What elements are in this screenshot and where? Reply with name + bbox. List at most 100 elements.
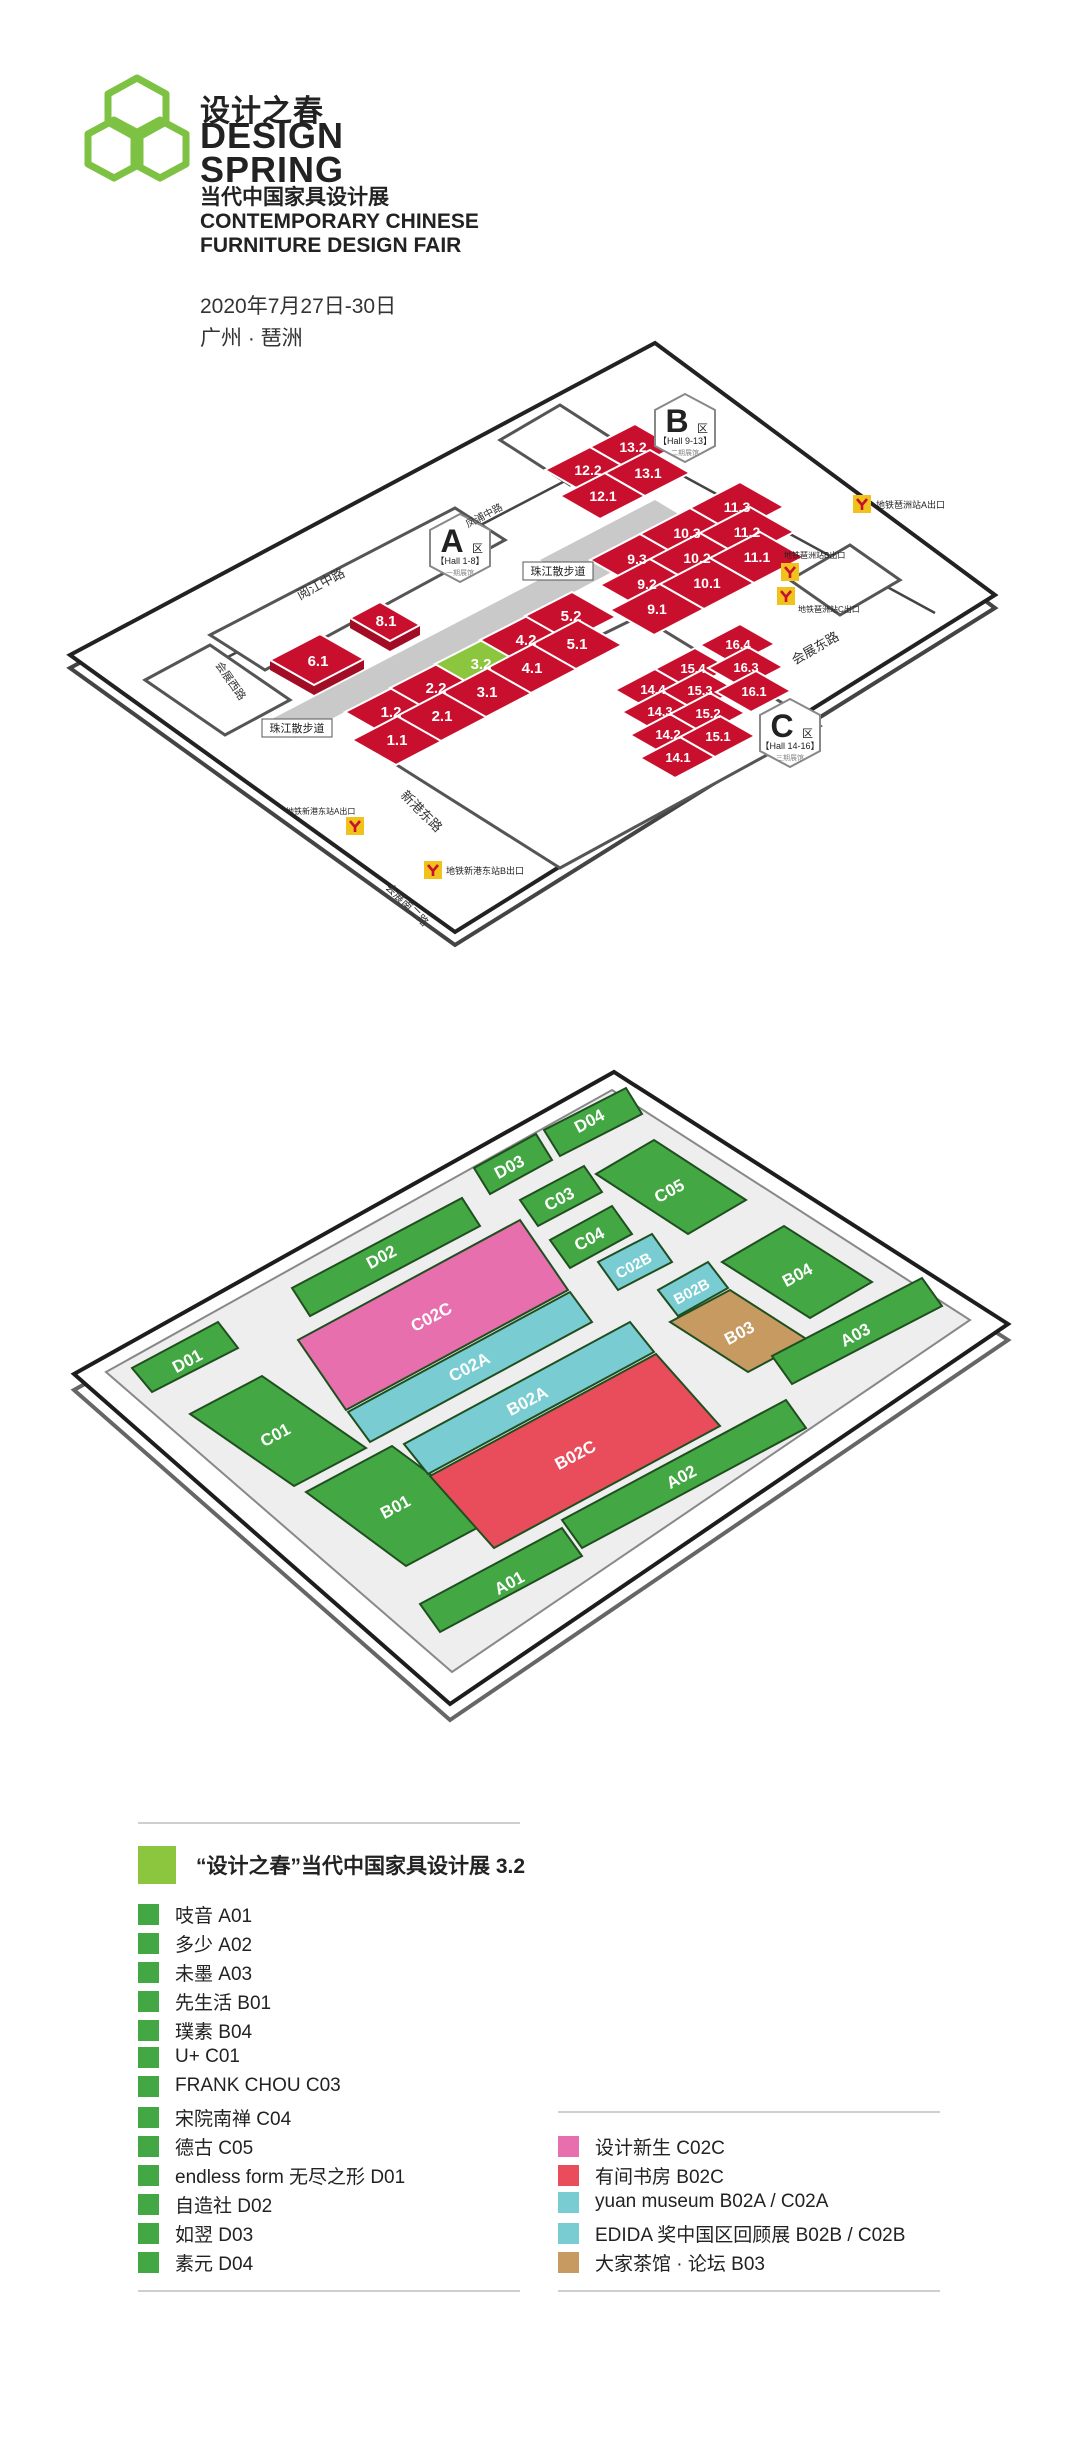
metro-icon [779, 561, 801, 583]
legend-swatch [138, 2020, 159, 2041]
design-spring-logo-icon [84, 74, 190, 182]
metro-exit-marker: 地铁琶洲站C出口 [775, 585, 860, 614]
legend-swatch [138, 1846, 176, 1884]
legend-label: 自造社 D02 [175, 2196, 273, 2217]
legend-swatch [138, 2165, 159, 2186]
legend-label: U+ C01 [175, 2046, 240, 2067]
hall-label: 16.3 [733, 660, 758, 675]
legend-item: 有间书房 B02C [558, 2162, 724, 2189]
zone-a-callout: A 区 【Hall 1-8】 一期展馆 [429, 512, 491, 584]
legend-swatch [138, 2075, 159, 2097]
legend-item: 璞素 B04 [138, 2017, 252, 2044]
legend-swatch [138, 1904, 159, 1925]
legend-label: 大家茶馆 · 论坛 B03 [595, 2254, 765, 2275]
metro-exit-marker: 地铁新港东站A出口 [286, 806, 366, 837]
hall-label: 15.3 [687, 683, 712, 698]
metro-icon [851, 493, 873, 515]
hall-label: 3.1 [477, 684, 498, 701]
hall-label: 12.2 [574, 462, 601, 478]
legend-item: 先生活 B01 [138, 1988, 271, 2015]
brand-name-en-line1: DESIGN [200, 115, 345, 156]
hall-label: 2.1 [432, 708, 453, 725]
metro-icon [344, 815, 366, 837]
zone-c-callout: C 区 【Hall 14-16】 三期展馆 [759, 697, 821, 769]
legend-divider [558, 2111, 940, 2113]
legend-label: 德古 C05 [175, 2138, 254, 2159]
legend-item: U+ C01 [138, 2046, 240, 2068]
svg-text:三期展馆: 三期展馆 [776, 753, 804, 762]
venue-site-map: 6.1 8.1 1.2 2.2 3.2 4.2 5.2 1.1 2.1 3.1 … [66, 340, 999, 948]
legend-main-label: “设计之春”当代中国家具设计展 3.2 [196, 1855, 526, 1878]
fair-name-en-line2: FURNITURE DESIGN FAIR [200, 234, 462, 257]
hall-label: 12.1 [589, 488, 616, 504]
zone-b-callout: B 区 【Hall 9-13】 二期展馆 [654, 392, 716, 464]
booth-d01 [130, 1320, 240, 1394]
legend-label: 如翌 D03 [175, 2225, 254, 2246]
booth-a03 [770, 1276, 944, 1386]
svg-text:地铁琶洲站B出口: 地铁琶洲站B出口 [784, 550, 845, 560]
legend-label: 多少 A02 [175, 1935, 253, 1956]
legend-item: 宋院南禅 C04 [138, 2104, 291, 2131]
booth-c04 [548, 1204, 634, 1270]
booth-c05 [594, 1138, 748, 1236]
booth-a01 [418, 1526, 584, 1634]
legend-label: 璞素 B04 [175, 2022, 253, 2043]
walkway-label: 珠江散步道 [261, 718, 333, 738]
hall-label: 15.4 [680, 661, 706, 676]
svg-text:B: B [665, 403, 688, 439]
svg-text:二期展馆: 二期展馆 [671, 448, 699, 457]
hall-label: 4.2 [516, 632, 537, 649]
svg-text:地铁新港东站B出口: 地铁新港东站B出口 [446, 865, 524, 876]
legend-item: 素元 D04 [138, 2249, 253, 2276]
legend-label: 先生活 B01 [175, 1993, 272, 2014]
hall-zone-c [612, 622, 794, 780]
event-location: 广州 · 琶洲 [200, 327, 303, 350]
hall-label: 15.1 [705, 729, 730, 744]
legend-swatch [558, 2223, 579, 2244]
hall-label: 15.2 [695, 706, 720, 721]
legend-swatch [138, 2223, 159, 2244]
legend-item: FRANK CHOU C03 [138, 2075, 341, 2097]
svg-text:【Hall 9-13】: 【Hall 9-13】 [658, 436, 712, 446]
hall-label: 2.2 [426, 680, 447, 697]
hall-label: 16.1 [741, 684, 766, 699]
fair-name-cn: 当代中国家具设计展 [200, 186, 389, 209]
metro-exit-marker: 地铁琶洲站A出口 [851, 493, 945, 515]
booth-c02a [346, 1290, 594, 1444]
booth-b02b [656, 1260, 730, 1318]
legend-label: 吱音 A01 [175, 1906, 253, 1927]
legend-swatch [138, 2046, 159, 2068]
hall-label: 10.3 [673, 525, 700, 541]
legend-item: 设计新生 C02C [558, 2133, 725, 2160]
hall-label: 13.1 [634, 465, 661, 481]
legend-item: yuan museum B02A / C02A [558, 2191, 828, 2213]
legend-swatch [138, 2136, 159, 2157]
legend-item: 吱音 A01 [138, 1901, 252, 1928]
booth-c03 [518, 1164, 604, 1228]
metro-icon [775, 585, 797, 607]
hall-label: 14.1 [665, 750, 690, 765]
svg-text:A: A [440, 523, 463, 559]
legend-label: 有间书房 B02C [595, 2167, 724, 2188]
booth-d02 [290, 1196, 482, 1318]
hall-label: 14.4 [640, 682, 666, 697]
hall-label: 10.1 [693, 575, 720, 591]
hall-label: 9.3 [627, 551, 647, 567]
legend-item: 德古 C05 [138, 2133, 253, 2160]
booth-d03 [472, 1132, 554, 1196]
svg-text:一期展馆: 一期展馆 [446, 568, 474, 577]
booth-c02c [296, 1218, 570, 1412]
hall-label: 9.2 [637, 576, 657, 592]
hall-label: 9.1 [647, 601, 667, 617]
hall-label: 5.2 [561, 608, 582, 625]
walkway-label: 珠江散步道 [522, 561, 594, 581]
hall-label: 1.1 [387, 732, 408, 749]
svg-text:地铁琶洲站C出口: 地铁琶洲站C出口 [798, 604, 860, 614]
booth-b02a [402, 1320, 656, 1476]
legend-swatch [138, 1962, 159, 1983]
legend-item: 未墨 A03 [138, 1959, 252, 1986]
legend-swatch [138, 2194, 159, 2215]
hall-label: 11.3 [724, 499, 751, 515]
brand-name-cn: 设计之春 [200, 95, 324, 128]
legend-label: 素元 D04 [175, 2254, 254, 2275]
